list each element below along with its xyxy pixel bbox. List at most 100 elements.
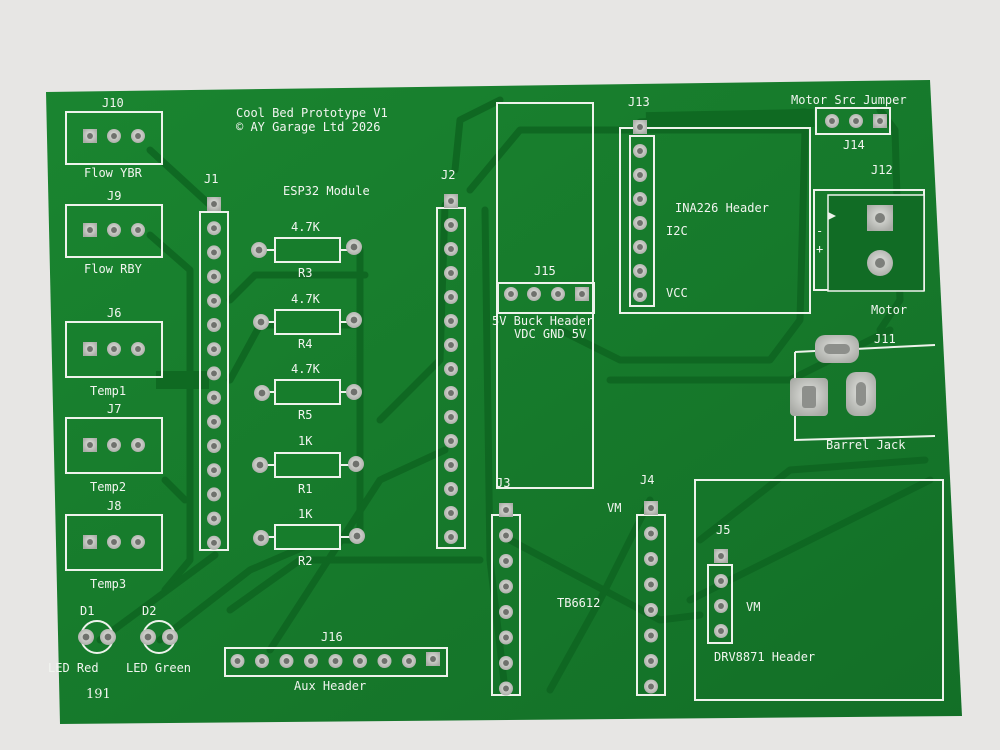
j16-label: Aux Header bbox=[294, 679, 367, 693]
j2-header-pad-hole bbox=[448, 342, 454, 348]
j4-header-pad-hole bbox=[648, 632, 654, 639]
j15-pins: VDC GND 5V bbox=[514, 327, 587, 341]
jst-connector-2-pad-hole bbox=[111, 346, 117, 352]
esp32-label: ESP32 Module bbox=[283, 184, 370, 198]
barrel-jack-label: Barrel Jack bbox=[826, 438, 906, 452]
j1-header-pad-hole bbox=[211, 297, 217, 304]
jst-connector-1-pad-hole bbox=[87, 227, 93, 233]
jst-connector-0-pad-hole bbox=[87, 133, 93, 139]
resistor-pad-hole bbox=[350, 316, 358, 324]
j4-header-pad-hole bbox=[648, 556, 654, 562]
j14-pad-hole bbox=[829, 118, 835, 124]
j16-pad-hole bbox=[308, 658, 314, 664]
jst-connector-0-pad-hole bbox=[111, 133, 117, 139]
j13-ref: J13 bbox=[628, 95, 650, 109]
j2-ref: J2 bbox=[441, 168, 456, 182]
j5-header-pad-hole bbox=[718, 553, 724, 559]
j4-header-pad-hole bbox=[648, 581, 654, 588]
j9-ref: J9 bbox=[107, 189, 122, 203]
d2-label: LED Green bbox=[126, 661, 192, 675]
j14-pad-hole bbox=[877, 118, 883, 124]
j9-label: Flow RBY bbox=[84, 262, 142, 276]
jst-connector-3-pad-hole bbox=[111, 442, 117, 448]
j2-header-pad-hole bbox=[448, 414, 454, 420]
r3-value: 4.7K bbox=[291, 220, 320, 234]
j13-header-pad-hole bbox=[637, 148, 643, 154]
r2-value: 1K bbox=[298, 507, 313, 521]
j4-header-pad-hole bbox=[648, 505, 654, 511]
j15-ref: J15 bbox=[534, 264, 556, 278]
j7-label: Temp2 bbox=[90, 480, 127, 494]
tb6612-label: TB6612 bbox=[557, 596, 601, 610]
j15-pad-hole bbox=[579, 291, 585, 297]
jst-connector-3-pad-hole bbox=[87, 442, 93, 448]
d2-ref: D2 bbox=[142, 604, 157, 618]
j13-header-pad-hole bbox=[637, 124, 643, 130]
j10-label: Flow YBR bbox=[84, 166, 142, 180]
r4-value: 4.7K bbox=[291, 292, 320, 306]
r1-ref: R1 bbox=[298, 482, 313, 496]
j15-pad-hole bbox=[531, 291, 537, 297]
board-title: Cool Bed Prototype V1 bbox=[236, 106, 388, 120]
j2-header-pad-hole bbox=[448, 246, 454, 252]
j2-header-pad-hole bbox=[448, 462, 454, 468]
led-pad-hole bbox=[82, 633, 90, 641]
d1-ref: D1 bbox=[80, 604, 95, 618]
j4-header-pad-hole bbox=[648, 683, 654, 690]
j1-header-pad-hole bbox=[211, 443, 217, 449]
j4-header-pad-hole bbox=[648, 530, 654, 537]
r5-ref: R5 bbox=[298, 408, 313, 422]
j1-header-pad-hole bbox=[211, 418, 217, 425]
j8-label: Temp3 bbox=[90, 577, 127, 591]
j3-header-pad-hole bbox=[503, 558, 509, 564]
barrel-jack-pads bbox=[790, 335, 876, 416]
j1-header-pad-hole bbox=[211, 394, 217, 401]
j3-header-pad-hole bbox=[503, 609, 509, 615]
j15-pad-hole bbox=[508, 291, 514, 297]
j4-ref: J4 bbox=[640, 473, 655, 487]
jst-connector-4-pad-hole bbox=[111, 539, 117, 545]
j11-ref: J11 bbox=[874, 332, 896, 346]
j1-header-pad-hole bbox=[211, 273, 217, 280]
pad-group bbox=[78, 114, 887, 696]
resistor-pad-hole bbox=[352, 460, 360, 468]
j14-label: Motor Src Jumper bbox=[791, 93, 907, 107]
j2-header-pad-hole bbox=[448, 222, 454, 228]
j2-header-pad-hole bbox=[448, 390, 454, 396]
j13-header-pad-hole bbox=[637, 268, 643, 274]
j3-header-pad-hole bbox=[503, 634, 509, 641]
resistor-pad-hole bbox=[255, 246, 263, 254]
j4-header-pad-hole bbox=[648, 658, 654, 664]
j4-header-pad-hole bbox=[648, 607, 654, 613]
ina226-label: INA226 Header bbox=[675, 201, 769, 215]
resistor-pad-hole bbox=[256, 461, 264, 469]
j16-pad-hole bbox=[430, 656, 436, 662]
j13-header-pad-hole bbox=[637, 244, 643, 250]
j16-pad-hole bbox=[406, 658, 412, 664]
j12-ref: J12 bbox=[871, 163, 893, 177]
r1-value: 1K bbox=[298, 434, 313, 448]
j1-header-pad-hole bbox=[211, 491, 217, 498]
j3-header-pad-hole bbox=[503, 532, 509, 539]
resistor-pad-hole bbox=[257, 534, 265, 542]
j12-minus: - bbox=[816, 224, 824, 238]
resistor-pad-hole bbox=[257, 318, 265, 326]
j16-ref: J16 bbox=[321, 630, 343, 644]
jst-connector-1-pad-hole bbox=[111, 227, 117, 233]
motor-label: Motor bbox=[871, 303, 908, 317]
j2-header-pad-hole bbox=[448, 486, 454, 492]
j5-header-pad-hole bbox=[718, 628, 724, 634]
j1-header-pad-hole bbox=[211, 249, 217, 256]
j1-header-pad-hole bbox=[211, 346, 217, 353]
j1-header-pad-hole bbox=[211, 467, 217, 474]
j8-ref: J8 bbox=[107, 499, 122, 513]
jst-connector-2-pad-hole bbox=[135, 346, 141, 352]
j2-header-pad-hole bbox=[448, 294, 454, 300]
jst-connector-1-pad-hole bbox=[135, 227, 141, 233]
resistor-pad-hole bbox=[353, 532, 361, 540]
j1-header-pad-hole bbox=[211, 201, 217, 207]
j2-header-pad-hole bbox=[448, 534, 454, 540]
j4-pin-label: VM bbox=[607, 501, 622, 515]
j3-ref: J3 bbox=[496, 476, 511, 490]
r5-value: 4.7K bbox=[291, 362, 320, 376]
